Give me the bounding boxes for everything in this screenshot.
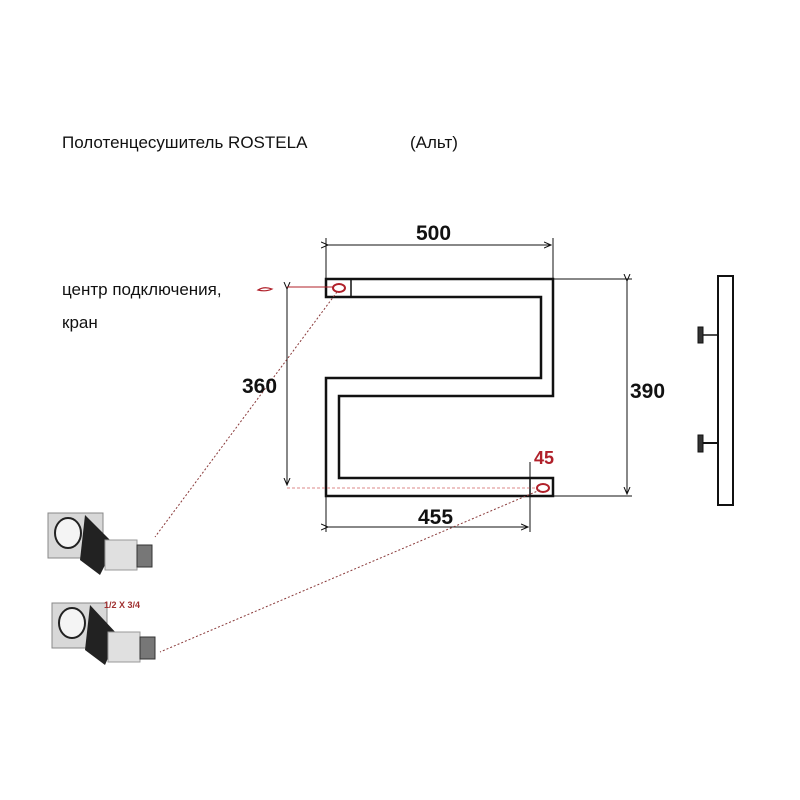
product-title: Полотенцесушитель ROSTELA: [62, 133, 308, 152]
inlet-marker: [332, 283, 346, 293]
side-view: [697, 275, 734, 506]
dim-45-label: 45: [534, 448, 555, 468]
model-name: (Альт): [410, 133, 458, 152]
valve-image-bottom: [51, 602, 156, 665]
dim-455: [326, 462, 531, 532]
towel-rail-outline: [324, 277, 555, 498]
dim-500-label: 500: [416, 222, 452, 245]
pointer-icon: [256, 287, 274, 292]
dim-390-label: 390: [630, 380, 666, 403]
dim-390: [553, 279, 632, 497]
outlet-marker: [536, 483, 550, 493]
leader-outlet: [159, 489, 541, 653]
dim-360-label: 360: [242, 375, 278, 398]
valve-label: кран: [62, 313, 98, 332]
valve-image-top: [47, 512, 153, 575]
valve-size-label: 1/2 Х 3/4: [104, 600, 141, 610]
dim-500: [326, 238, 554, 279]
leader-inlet: [154, 291, 338, 538]
dim-455-label: 455: [418, 506, 454, 529]
connection-label: центр подключения,: [62, 280, 222, 299]
